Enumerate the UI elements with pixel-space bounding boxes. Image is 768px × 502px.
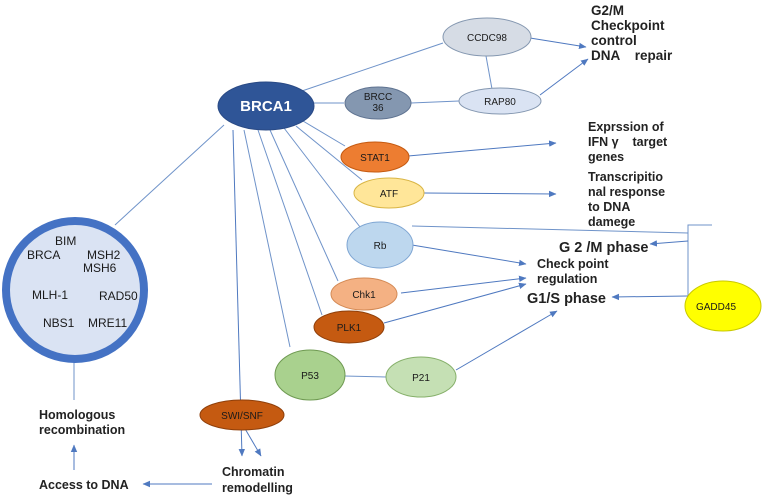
arrow-rb-checkpoint	[411, 244, 527, 267]
atf-label: ATF	[380, 189, 398, 200]
edge-brcc36-rap80	[410, 100, 460, 104]
ifn-line2: IFN γ target	[588, 135, 668, 149]
transcription-line4: damege	[588, 215, 635, 229]
edge-brca1-atf	[295, 125, 363, 181]
edge-brca1-chk1	[269, 129, 339, 282]
node-rap80: RAP80	[458, 87, 542, 115]
arrow-ccdc98-g2m	[529, 37, 587, 50]
label-checkpoint-line1: Check point	[537, 257, 609, 271]
complex-mlh1: MLH-1	[32, 288, 68, 302]
gadd45-label: GADD45	[696, 302, 736, 313]
transcription-line2: nal response	[588, 185, 665, 199]
node-chk1: Chk1	[330, 277, 398, 311]
node-brcc36: BRCC 36	[344, 86, 412, 120]
arrow-swisnf-chromatin	[243, 426, 262, 457]
brcc36-label-line2: 36	[372, 103, 384, 114]
edge-rb-bracket	[411, 225, 689, 234]
node-atf: ATF	[353, 177, 425, 209]
complex-nbs1: NBS1	[43, 316, 75, 330]
complex-rad50: RAD50	[99, 289, 138, 303]
g2m-checkpoint-line3: control	[591, 33, 637, 48]
label-access-dna: Access to DNA	[39, 478, 129, 492]
repair-complex-circle	[2, 217, 148, 363]
plk1-label: PLK1	[337, 323, 362, 334]
rap80-label: RAP80	[484, 97, 516, 108]
p53-label: P53	[301, 371, 319, 382]
arrow-bracket-g2m	[649, 240, 689, 247]
swi-snf-label: SWI/SNF	[221, 411, 263, 422]
node-rb: Rb	[346, 221, 414, 269]
label-homologous-line2: recombination	[39, 423, 125, 437]
ifn-line3: genes	[588, 150, 624, 164]
node-plk1: PLK1	[313, 310, 385, 344]
complex-brca: BRCA	[27, 248, 60, 262]
edge-brca1-p53	[243, 129, 291, 348]
label-g2m-checkpoint: G2/M Checkpoint control DNA repair	[591, 3, 673, 63]
chk1-label: Chk1	[352, 290, 376, 301]
brca1-label: BRCA1	[240, 98, 292, 115]
node-p53: P53	[274, 349, 346, 401]
node-swi-snf: SWI/SNF	[199, 399, 285, 431]
node-brca1: BRCA1	[217, 81, 315, 131]
edge-brca1-ccdc98	[295, 42, 444, 94]
arrow-p21-g1s	[455, 310, 558, 371]
arrow-atf-transcription	[423, 190, 557, 198]
node-gadd45: GADD45	[684, 280, 762, 332]
arrow-stat1-ifn	[407, 140, 557, 157]
edge-brca1-plk1	[257, 129, 323, 316]
arrow-chk1-checkpoint	[400, 275, 527, 294]
transcription-line3: to DNA	[588, 200, 630, 214]
label-chromatin-line1: Chromatin	[222, 465, 285, 479]
complex-bim: BIM	[55, 234, 76, 248]
brcc36-label-line1: BRCC	[364, 92, 392, 103]
edge-gadd45-bracket	[687, 224, 712, 298]
node-stat1: STAT1	[340, 141, 410, 173]
complex-msh6: MSH6	[83, 261, 117, 275]
edge-ccdc98-rap80	[485, 55, 493, 90]
label-checkpoint-line2: regulation	[537, 272, 597, 286]
transcription-line1: Transcripitio	[588, 170, 663, 184]
arrows	[70, 37, 756, 488]
edge-brca1-rb	[283, 127, 361, 228]
node-p21: P21	[385, 356, 457, 398]
node-ccdc98: CCDC98	[442, 17, 532, 57]
label-homologous-line1: Homologous	[39, 408, 115, 422]
p21-label: P21	[412, 373, 430, 384]
arrow-rap80-g2m	[539, 58, 589, 96]
arrow-bracket-g1s	[611, 293, 689, 301]
edge-p53-p21	[343, 375, 387, 378]
edge-brca1-stat1	[302, 120, 346, 147]
label-g1s-phase: G1/S phase	[527, 291, 606, 307]
label-chromatin-line2: remodelling	[222, 481, 293, 495]
label-g2m-phase: G 2 /M phase	[559, 240, 648, 256]
repair-complex-node: BIM BRCA MSH2 MSH6 MLH-1 RAD50 NBS1 MRE1…	[2, 217, 148, 363]
g2m-checkpoint-line2: Checkpoint	[591, 18, 665, 33]
label-transcriptional-response: Transcripitio nal response to DNA damege	[588, 170, 665, 229]
ccdc98-label: CCDC98	[467, 33, 507, 44]
stat1-label: STAT1	[360, 153, 390, 164]
complex-msh2: MSH2	[87, 248, 121, 262]
ifn-line1: Exprssion of	[588, 120, 665, 134]
g2m-checkpoint-line4: DNA repair	[591, 48, 673, 63]
arrow-plk1-checkpoint	[383, 282, 527, 324]
g2m-checkpoint-line1: G2/M	[591, 3, 624, 18]
label-ifn-expression: Exprssion of IFN γ target genes	[588, 120, 668, 164]
complex-mre11: MRE11	[88, 316, 127, 330]
rb-label: Rb	[374, 241, 387, 252]
edge-brca1-complex	[114, 124, 225, 226]
